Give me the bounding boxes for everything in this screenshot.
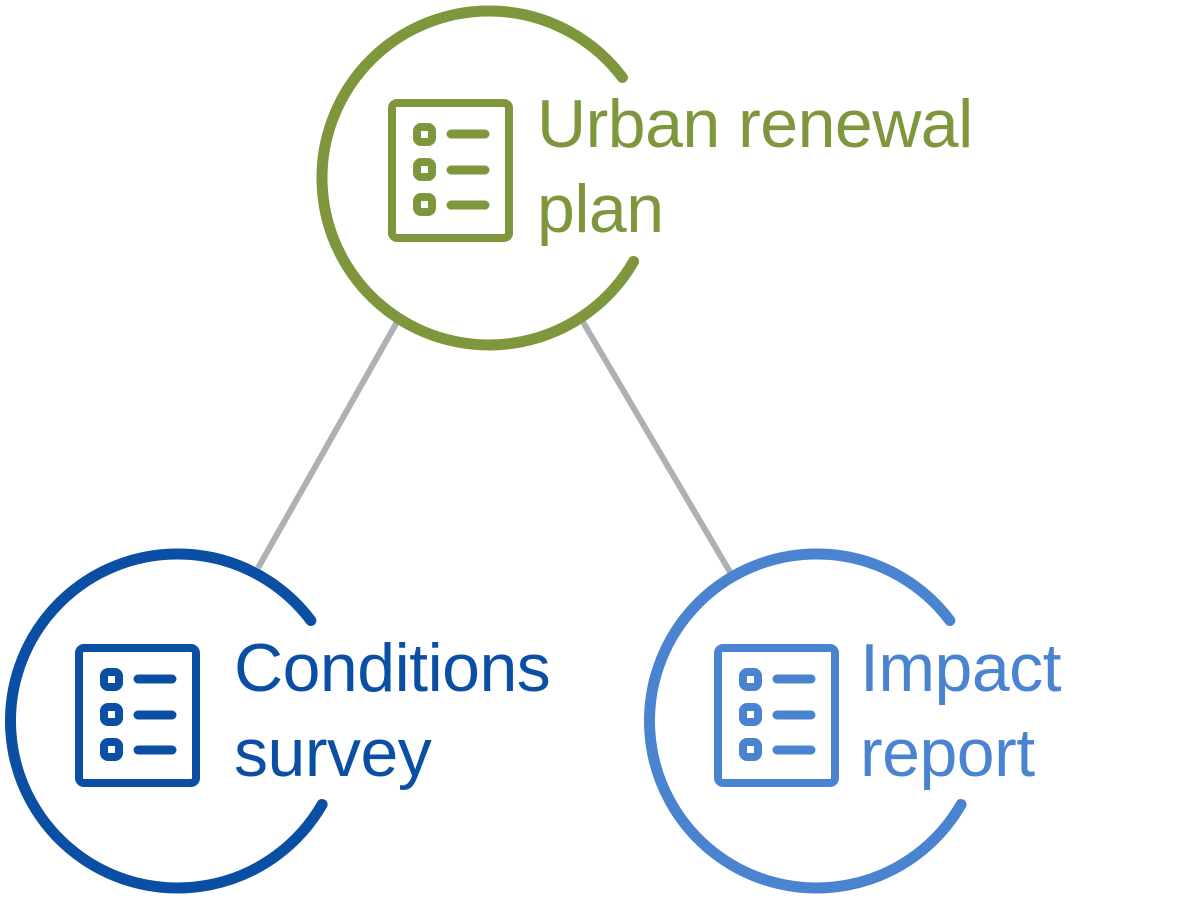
- checklist-document-icon: [388, 99, 513, 242]
- checklist-document-icon: [75, 644, 200, 787]
- impact-report-label: Impact report: [860, 626, 1062, 796]
- impact-report-ring: [643, 548, 967, 894]
- connector-plan-to-report: [580, 320, 733, 574]
- checklist-document-icon: [714, 644, 839, 787]
- conditions-survey-ring: [4, 548, 328, 894]
- label-line-2: plan: [537, 171, 664, 247]
- conditions-survey-label: Conditions survey: [234, 626, 551, 796]
- urban-renewal-plan-label: Urban renewal plan: [537, 82, 973, 252]
- label-line-2: survey: [234, 715, 432, 791]
- label-line-2: report: [860, 715, 1035, 791]
- label-line-1: Urban renewal: [537, 86, 973, 162]
- label-line-1: Conditions: [234, 630, 551, 706]
- urban-renewal-plan-ring: [316, 5, 640, 351]
- connector-plan-to-survey: [255, 320, 400, 570]
- label-line-1: Impact: [860, 630, 1062, 706]
